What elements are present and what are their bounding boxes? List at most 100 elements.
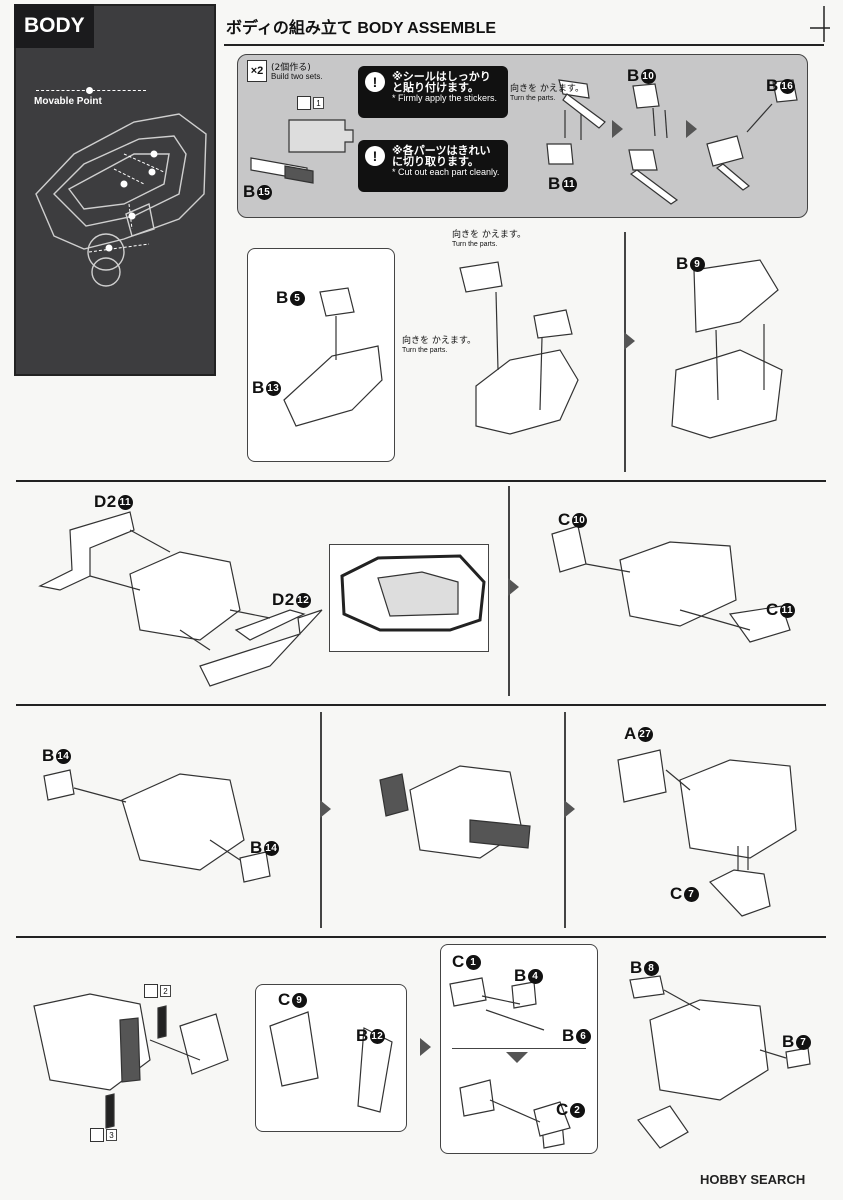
- turn-note-1: 向きを かえます。 Turn the parts.: [510, 84, 584, 104]
- sub-step-box-c1: [440, 944, 598, 1154]
- part-number: 7: [683, 887, 699, 903]
- sub-assembly-step-box: [237, 54, 808, 218]
- cut-note-callout: ! ※各パーツはきれいに切り取ります。 * Cut out each part …: [358, 140, 508, 192]
- part-number: 13: [265, 381, 281, 397]
- body-tab-label: BODY: [14, 4, 94, 48]
- part-letter: B: [782, 1032, 795, 1051]
- part-letter: B: [356, 1026, 369, 1045]
- warning-icon: !: [365, 146, 385, 166]
- part-letter: B: [766, 76, 779, 95]
- step-divider: [624, 232, 626, 472]
- sticker-number: 1: [313, 97, 324, 109]
- cut-note-en: * Cut out each part cleanly.: [392, 167, 500, 177]
- cut-note-jp: ※各パーツはきれいに切り取ります。: [392, 144, 491, 168]
- top-step-drawings: [250, 79, 798, 205]
- page-corner-mark: [810, 6, 830, 42]
- sticker-icon: [297, 96, 311, 110]
- step-divider: [320, 712, 322, 928]
- part-number: 11: [779, 603, 795, 619]
- part-number: 12: [369, 1029, 385, 1045]
- part-number: 2: [569, 1103, 585, 1119]
- part-letter: B: [276, 288, 289, 307]
- step-divider: [564, 712, 566, 928]
- part-number: 1: [465, 955, 481, 971]
- part-letter: B: [548, 174, 561, 193]
- part-letter: B: [250, 838, 263, 857]
- part-number: 10: [571, 513, 587, 529]
- turn-note-3: 向きを かえます。 Turn the parts.: [402, 336, 476, 356]
- sticker-note-en: * Firmly apply the stickers.: [392, 93, 498, 103]
- part-number: 6: [575, 1029, 591, 1045]
- row4-drawings: [33, 975, 811, 1149]
- step-arrow-icon: [564, 800, 575, 818]
- section-title: ボディの組み立て BODY ASSEMBLE: [226, 14, 496, 38]
- sticker-1-label: 1: [297, 96, 324, 110]
- body-preview-illustration: [35, 113, 207, 287]
- build-count-jp: (2個作る): [271, 63, 311, 73]
- header-rule: [224, 44, 824, 46]
- part-number: 7: [795, 1035, 811, 1051]
- build-count-badge: ×2: [247, 60, 267, 82]
- part-letter: B: [42, 746, 55, 765]
- part-number: 5: [289, 291, 305, 307]
- step-arrow-icon: [612, 120, 623, 138]
- row-rule: [16, 480, 826, 482]
- turn-note-jp: 向きを かえます。: [452, 230, 526, 240]
- section-title-en: BODY ASSEMBLE: [357, 20, 497, 37]
- part-number: 9: [689, 257, 705, 273]
- sticker-number: 3: [106, 1129, 117, 1141]
- row2-drawings: [38, 511, 791, 687]
- turn-note-2: 向きを かえます。 Turn the parts.: [452, 230, 526, 250]
- movable-point-label: Movable Point: [34, 96, 102, 107]
- part-number: 4: [527, 969, 543, 985]
- part-number: 14: [263, 841, 279, 857]
- watermark: HOBBY SEARCH: [700, 1172, 806, 1187]
- part-letter: B: [676, 254, 689, 273]
- warning-icon: !: [365, 72, 385, 92]
- build-count-en: Build two sets.: [271, 72, 323, 81]
- part-letter: C: [670, 884, 683, 903]
- part-letter: B: [630, 958, 643, 977]
- part-letter: B: [514, 966, 527, 985]
- part-number: 16: [779, 79, 795, 95]
- part-number: 12: [295, 593, 311, 609]
- part-letter: C: [278, 990, 291, 1009]
- step-arrow-icon: [508, 578, 519, 596]
- step-arrow-down-icon: [506, 1052, 528, 1063]
- part-letter: C: [558, 510, 571, 529]
- sticker-note-callout: ! ※シールはしっかりと貼り付けます。 * Firmly apply the s…: [358, 66, 508, 118]
- part-number: 15: [256, 185, 272, 201]
- sticker-3-label: 3: [90, 1128, 117, 1142]
- turn-note-en: Turn the parts.: [402, 347, 448, 354]
- part-number: 11: [117, 495, 133, 511]
- sticker-number: 2: [160, 985, 171, 997]
- part-letter: A: [624, 724, 637, 743]
- step-arrow-icon: [624, 332, 635, 350]
- part-number: 10: [640, 69, 656, 85]
- sticker-note-jp: ※シールはしっかりと貼り付けます。: [392, 70, 491, 94]
- part-number: 14: [55, 749, 71, 765]
- part-letter: D2: [272, 590, 295, 609]
- part-number: 11: [561, 177, 577, 193]
- section-title-jp: ボディの組み立て: [226, 18, 353, 37]
- part-number: 27: [637, 727, 653, 743]
- turn-note-en: Turn the parts.: [452, 241, 498, 248]
- part-letter: B: [562, 1026, 575, 1045]
